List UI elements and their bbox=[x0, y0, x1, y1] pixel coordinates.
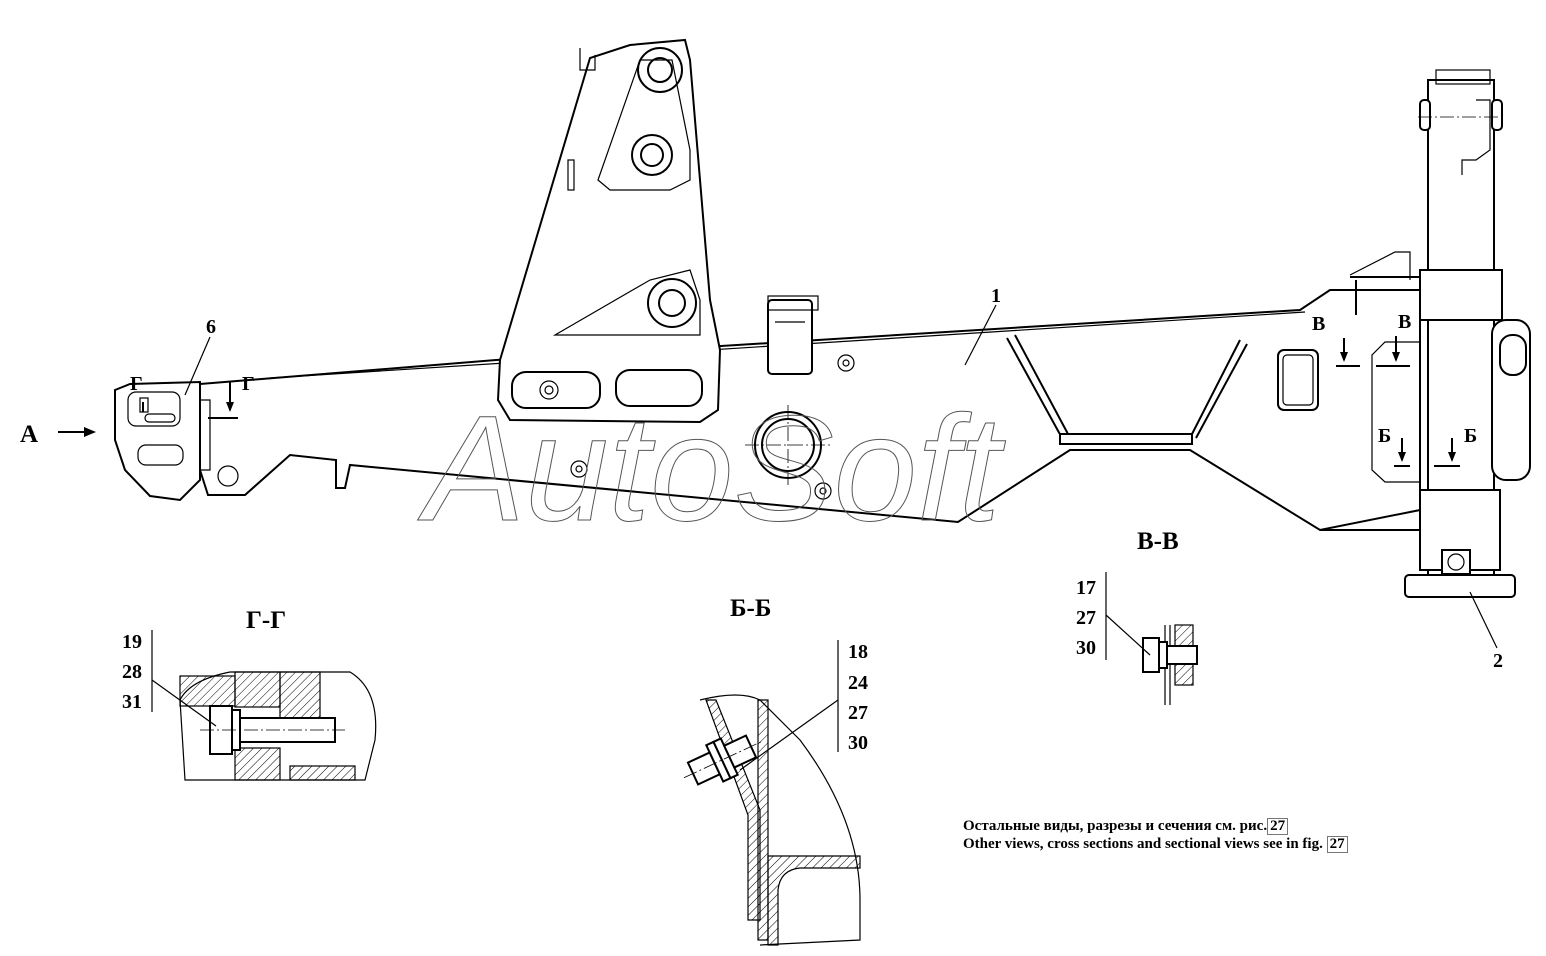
callout-part-1: 1 bbox=[991, 285, 1001, 307]
section-g-mark-right: Г bbox=[242, 373, 255, 395]
note-ru: Остальные виды, разрезы и сечения см. ри… bbox=[963, 818, 1289, 835]
watermark: AutoSoft bbox=[417, 384, 1006, 552]
note-en: Other views, cross sections and sectiona… bbox=[963, 836, 1348, 853]
section-v-v-item: 30 bbox=[1076, 637, 1096, 659]
section-g-g-item: 19 bbox=[122, 631, 142, 653]
view-a-label: А bbox=[20, 421, 38, 448]
section-g-g-title: Г-Г bbox=[246, 607, 286, 634]
section-v-v-item: 17 bbox=[1076, 577, 1096, 599]
section-b-b-item: 27 bbox=[848, 702, 868, 724]
leader-lines bbox=[58, 304, 1498, 771]
section-b-b-item: 18 bbox=[848, 641, 868, 663]
section-v-v-title: В-В bbox=[1137, 528, 1179, 555]
callout-part-2: 2 bbox=[1493, 650, 1503, 672]
section-g-g-item: 28 bbox=[122, 661, 142, 683]
front-fitting bbox=[114, 380, 201, 502]
labels: А Г Г В В Б Б 1 6 2 Г-Г 19 28 31 Б-Б 18 … bbox=[20, 285, 1503, 754]
section-g-g-drawing bbox=[179, 671, 377, 781]
section-v-v-drawing bbox=[1142, 624, 1198, 705]
section-b-mark-right: Б bbox=[1464, 425, 1477, 447]
callout-part-6: 6 bbox=[206, 316, 216, 338]
note-en-text: Other views, cross sections and sectiona… bbox=[963, 836, 1323, 852]
note-en-fig-link[interactable]: 27 bbox=[1326, 836, 1348, 853]
note-ru-text: Остальные виды, разрезы и сечения см. ри… bbox=[963, 818, 1268, 834]
section-b-b-item: 30 bbox=[848, 732, 868, 754]
section-b-b-item: 24 bbox=[848, 672, 868, 694]
section-b-b-drawing bbox=[683, 694, 861, 946]
upper-bracket bbox=[496, 38, 722, 424]
note-ru-fig-link[interactable]: 27 bbox=[1267, 818, 1289, 835]
section-v-mark-left: В bbox=[1312, 313, 1325, 335]
section-g-g-item: 31 bbox=[122, 691, 142, 713]
section-b-b-title: Б-Б bbox=[730, 595, 771, 622]
section-b-mark-left: Б bbox=[1378, 425, 1391, 447]
section-g-mark-left: Г bbox=[130, 373, 143, 395]
section-v-v-item: 27 bbox=[1076, 607, 1096, 629]
frame-assembly bbox=[114, 38, 1531, 598]
section-v-mark-right: В bbox=[1398, 311, 1411, 333]
